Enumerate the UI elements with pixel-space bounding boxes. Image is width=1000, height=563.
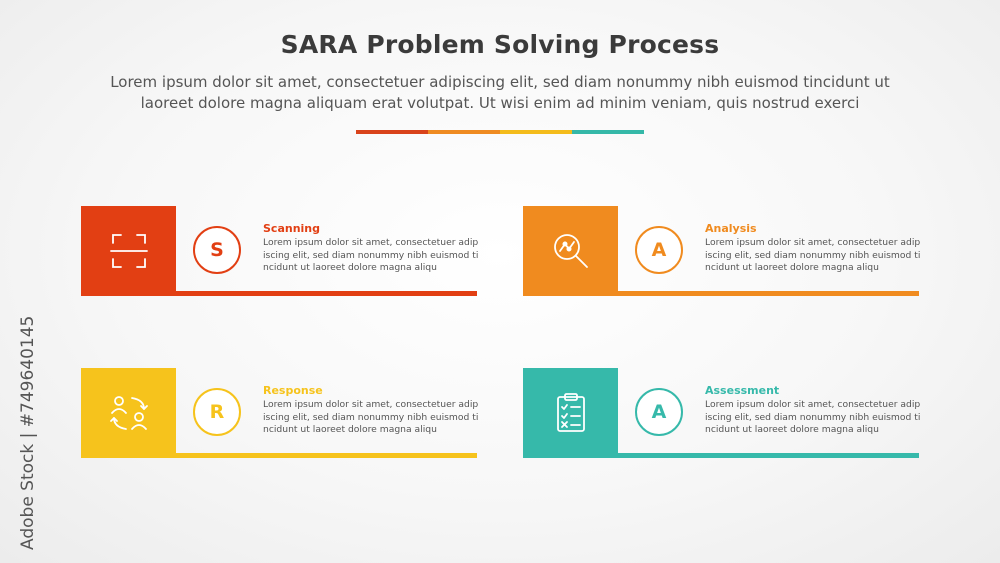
step-description: Lorem ipsum dolor sit amet, consectetuer… <box>705 237 921 273</box>
people-exchange-icon <box>109 396 148 430</box>
divider-segment <box>356 130 428 134</box>
divider-segment <box>428 130 500 134</box>
divider-segment <box>572 130 644 134</box>
step-description: Lorem ipsum dolor sit amet, consectetuer… <box>263 399 479 435</box>
subtitle-line-2: laoreet dolore magna aliquam erat volutp… <box>140 94 860 112</box>
card-bar <box>523 453 919 458</box>
step-letter-circle: A <box>635 226 683 274</box>
color-divider <box>356 130 644 134</box>
step-letter-circle: S <box>193 226 241 274</box>
step-letter-circle: A <box>635 388 683 436</box>
step-letter-circle: R <box>193 388 241 436</box>
step-description: Lorem ipsum dolor sit amet, consectetuer… <box>705 399 921 435</box>
card-bar <box>81 453 477 458</box>
step-card-analysis: A Analysis Lorem ipsum dolor sit amet, c… <box>523 206 920 296</box>
step-card-assessment: A Assessment Lorem ipsum dolor sit amet,… <box>523 368 920 458</box>
subtitle-line-1: Lorem ipsum dolor sit amet, consectetuer… <box>110 73 890 91</box>
watermark-text: Adobe Stock | #749640145 <box>18 315 38 550</box>
subtitle: Lorem ipsum dolor sit amet, consectetuer… <box>70 72 930 114</box>
icon-block <box>523 206 618 296</box>
step-title: Analysis <box>705 222 757 235</box>
scan-frame-icon <box>109 234 148 268</box>
icon-block <box>523 368 618 458</box>
step-title: Response <box>263 384 323 397</box>
step-title: Scanning <box>263 222 321 235</box>
clipboard-checklist-icon <box>556 393 585 432</box>
step-card-response: R Response Lorem ipsum dolor sit amet, c… <box>81 368 478 458</box>
icon-block <box>81 206 176 296</box>
step-description: Lorem ipsum dolor sit amet, consectetuer… <box>263 237 479 273</box>
page-title: SARA Problem Solving Process <box>280 30 720 59</box>
step-title: Assessment <box>705 384 780 397</box>
card-bar <box>81 291 477 296</box>
icon-block <box>81 368 176 458</box>
magnifier-chart-icon <box>553 234 588 268</box>
step-card-scanning: S Scanning Lorem ipsum dolor sit amet, c… <box>81 206 478 296</box>
card-bar <box>523 291 919 296</box>
divider-segment <box>500 130 572 134</box>
stock-watermark: Adobe Stock | #749640145 <box>7 316 38 550</box>
